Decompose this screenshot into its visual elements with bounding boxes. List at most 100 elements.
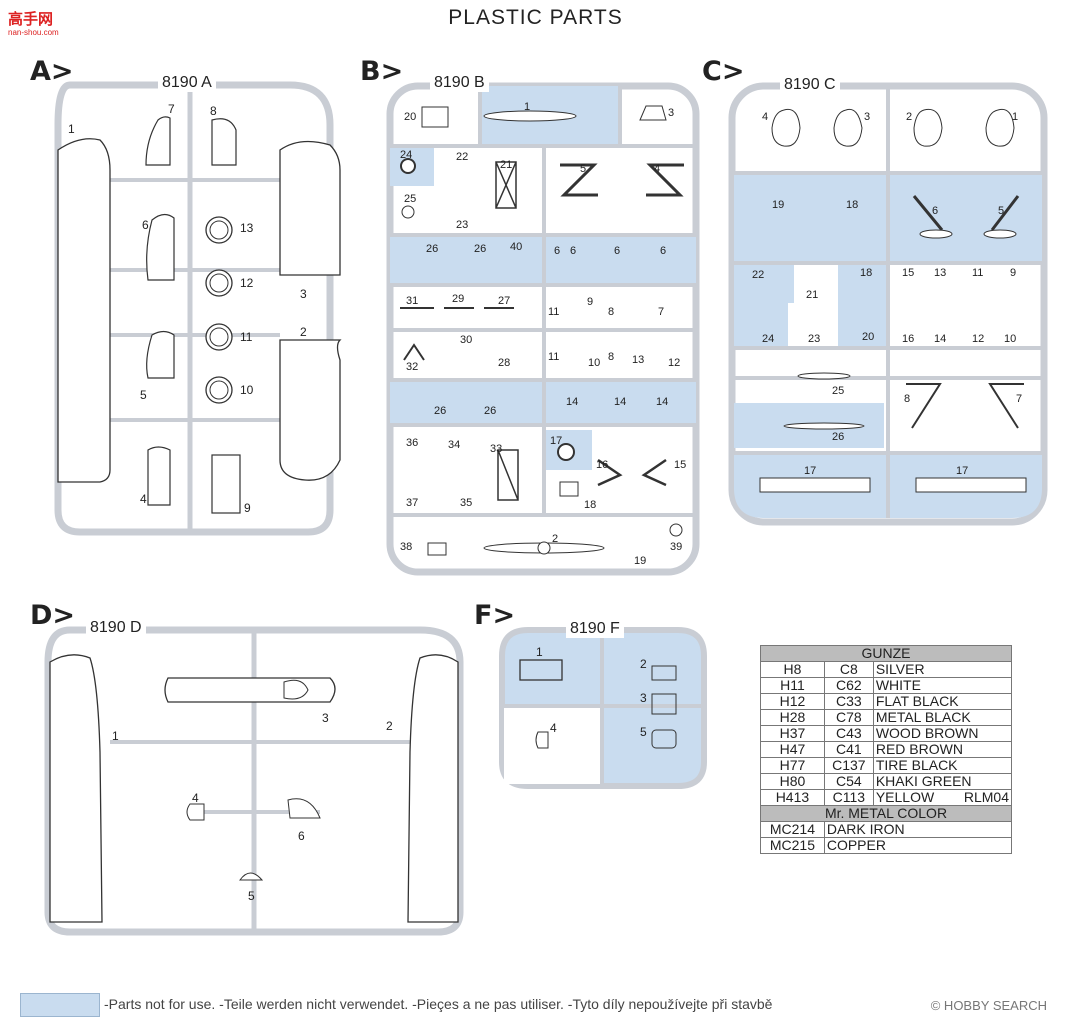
section-label-a: A> xyxy=(30,56,74,87)
part-label: 5 xyxy=(140,388,147,402)
metal-name: COPPER xyxy=(823,837,1013,854)
part-label: 8 xyxy=(608,351,614,363)
part-label: 25 xyxy=(404,193,416,205)
part-label: 1 xyxy=(524,101,530,113)
paint-c-code: C43 xyxy=(823,725,874,742)
part-label: 40 xyxy=(510,241,522,253)
part-label: 14 xyxy=(614,396,626,408)
metal-code: MC215 xyxy=(760,837,825,854)
part-label: 19 xyxy=(772,199,784,211)
part-label: 32 xyxy=(406,361,418,373)
sprue-c: 1 2 3 4 5 6 7 8 9 10 11 12 13 14 15 16 1… xyxy=(728,82,1048,526)
site-logo: 高手网 xyxy=(8,11,54,28)
part-label: 4 xyxy=(654,163,660,175)
part-label: 8 xyxy=(608,306,614,318)
part-label: 21 xyxy=(500,159,512,171)
part-label: 15 xyxy=(674,459,686,471)
part-label: 4 xyxy=(550,721,557,735)
metal-table-header: Mr. METAL COLOR xyxy=(760,805,1012,822)
part-label: 23 xyxy=(808,333,820,345)
part-label: 5 xyxy=(998,205,1004,217)
part-label: 17 xyxy=(550,435,562,447)
part-label: 9 xyxy=(1010,267,1016,279)
part-label: 17 xyxy=(804,465,816,477)
sprue-code-f: 8190 F xyxy=(566,620,624,638)
unused-parts-legend: -Parts not for use. -Teile werden nicht … xyxy=(104,996,773,1012)
part-label: 26 xyxy=(484,405,496,417)
paint-c-code: C78 xyxy=(823,709,874,726)
part-label: 37 xyxy=(406,497,418,509)
paint-name: WOOD BROWN xyxy=(872,725,1013,742)
unused-parts-swatch xyxy=(20,993,100,1017)
watermark: © HOBBY SEARCH xyxy=(930,998,1047,1013)
part-label: 3 xyxy=(668,107,674,119)
sprue-a: 1 2 3 4 5 6 7 8 9 10 11 12 13 xyxy=(54,81,342,536)
part-label: 10 xyxy=(240,383,254,397)
part-label: 2 xyxy=(906,111,912,123)
part-label: 9 xyxy=(587,296,593,308)
part-label: 33 xyxy=(490,443,502,455)
part-label: 3 xyxy=(300,287,307,301)
paint-name-text: YELLOW xyxy=(875,789,935,805)
part-label: 12 xyxy=(240,276,254,290)
part-label: 26 xyxy=(474,243,486,255)
part-label: 31 xyxy=(406,295,418,307)
part-label: 35 xyxy=(460,497,472,509)
paint-h-code: H8 xyxy=(760,661,825,678)
part-label: 34 xyxy=(448,439,460,451)
part-label: 2 xyxy=(640,657,647,671)
part-label: 22 xyxy=(456,151,468,163)
part-label: 39 xyxy=(670,541,682,553)
part-label: 13 xyxy=(632,354,644,366)
part-label: 2 xyxy=(552,533,558,545)
part-label: 1 xyxy=(112,729,119,743)
part-label: 9 xyxy=(244,501,251,515)
part-label: 11 xyxy=(240,330,253,344)
paint-h-code: H37 xyxy=(760,725,825,742)
paint-table-header: GUNZE xyxy=(760,645,1012,662)
part-label: 19 xyxy=(634,555,646,567)
section-label-b: B> xyxy=(360,56,404,87)
part-label: 6 xyxy=(570,245,576,257)
part-label: 14 xyxy=(656,396,668,408)
part-label: 15 xyxy=(902,267,914,279)
part-label: 27 xyxy=(498,295,510,307)
part-label: 10 xyxy=(1004,333,1016,345)
part-label: 5 xyxy=(248,889,255,903)
part-label: 6 xyxy=(660,245,666,257)
paint-c-code: C113 xyxy=(823,789,874,806)
sprue-f: 1 2 3 4 5 xyxy=(499,627,707,789)
paint-h-code: H11 xyxy=(760,677,825,694)
part-label: 6 xyxy=(554,245,560,257)
part-label: 1 xyxy=(536,645,543,659)
part-label: 6 xyxy=(932,205,938,217)
part-label: 29 xyxy=(452,293,464,305)
part-label: 3 xyxy=(864,111,870,123)
paint-c-code: C137 xyxy=(823,757,874,774)
part-label: 6 xyxy=(298,829,305,843)
part-label: 11 xyxy=(548,306,559,318)
part-label: 8 xyxy=(904,393,910,405)
page-title: PLASTIC PARTS xyxy=(448,6,623,29)
part-label: 38 xyxy=(400,541,412,553)
part-label: 14 xyxy=(934,333,946,345)
sprue-b: 1 2 3 4 5 6 6 6 6 7 8 8 9 10 11 11 12 13… xyxy=(386,82,700,576)
paint-name: SILVER xyxy=(872,661,1013,678)
paint-h-code: H28 xyxy=(760,709,825,726)
part-label: 26 xyxy=(426,243,438,255)
part-label: 4 xyxy=(140,492,147,506)
part-label: 5 xyxy=(640,725,647,739)
part-label: 36 xyxy=(406,437,418,449)
paint-note: RLM04 xyxy=(963,789,1009,805)
part-label: 12 xyxy=(668,357,680,369)
paint-h-code: H12 xyxy=(760,693,825,710)
paint-h-code: H77 xyxy=(760,757,825,774)
section-label-d: D> xyxy=(30,600,76,631)
part-label: 7 xyxy=(168,102,175,116)
part-label: 22 xyxy=(752,269,764,281)
part-label: 5 xyxy=(580,163,586,175)
part-label: 3 xyxy=(322,711,329,725)
part-label: 20 xyxy=(404,111,416,123)
metal-code: MC214 xyxy=(760,821,825,838)
part-label: 30 xyxy=(460,334,472,346)
